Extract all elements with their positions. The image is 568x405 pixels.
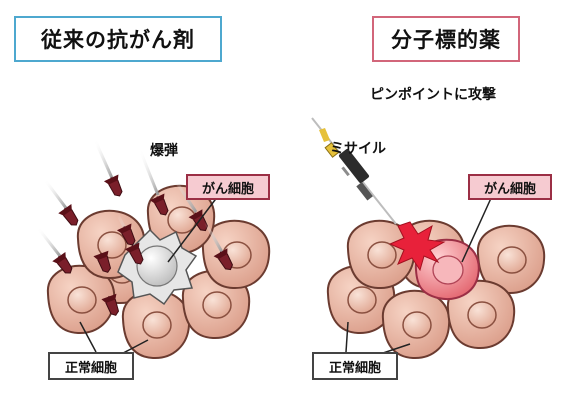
bombs-label: 爆弾 [150, 143, 178, 159]
normal-cell [381, 289, 451, 360]
missile [311, 117, 397, 225]
missile-label: ミサイル [330, 141, 386, 157]
left-normal-cell-tag: 正常細胞 [48, 352, 134, 380]
normal-leader-line [79, 321, 97, 353]
right-cancer-cell-tag: がん細胞 [468, 174, 552, 200]
impact-burst [388, 221, 446, 272]
right-title: 分子標的薬 [372, 16, 520, 62]
normal-leader-line [345, 321, 349, 353]
targeted-cancer-cell [388, 221, 480, 300]
left-cancer-cell-tag: がん細胞 [186, 174, 270, 200]
left-title: 従来の抗がん剤 [14, 16, 222, 62]
cancer-leader-line [167, 195, 219, 263]
bombs [36, 139, 238, 319]
cancer-leader-line [461, 195, 493, 263]
right-normal-cell-tag: 正常細胞 [312, 352, 398, 380]
right-subtitle: ピンポイントに攻撃 [370, 87, 496, 103]
